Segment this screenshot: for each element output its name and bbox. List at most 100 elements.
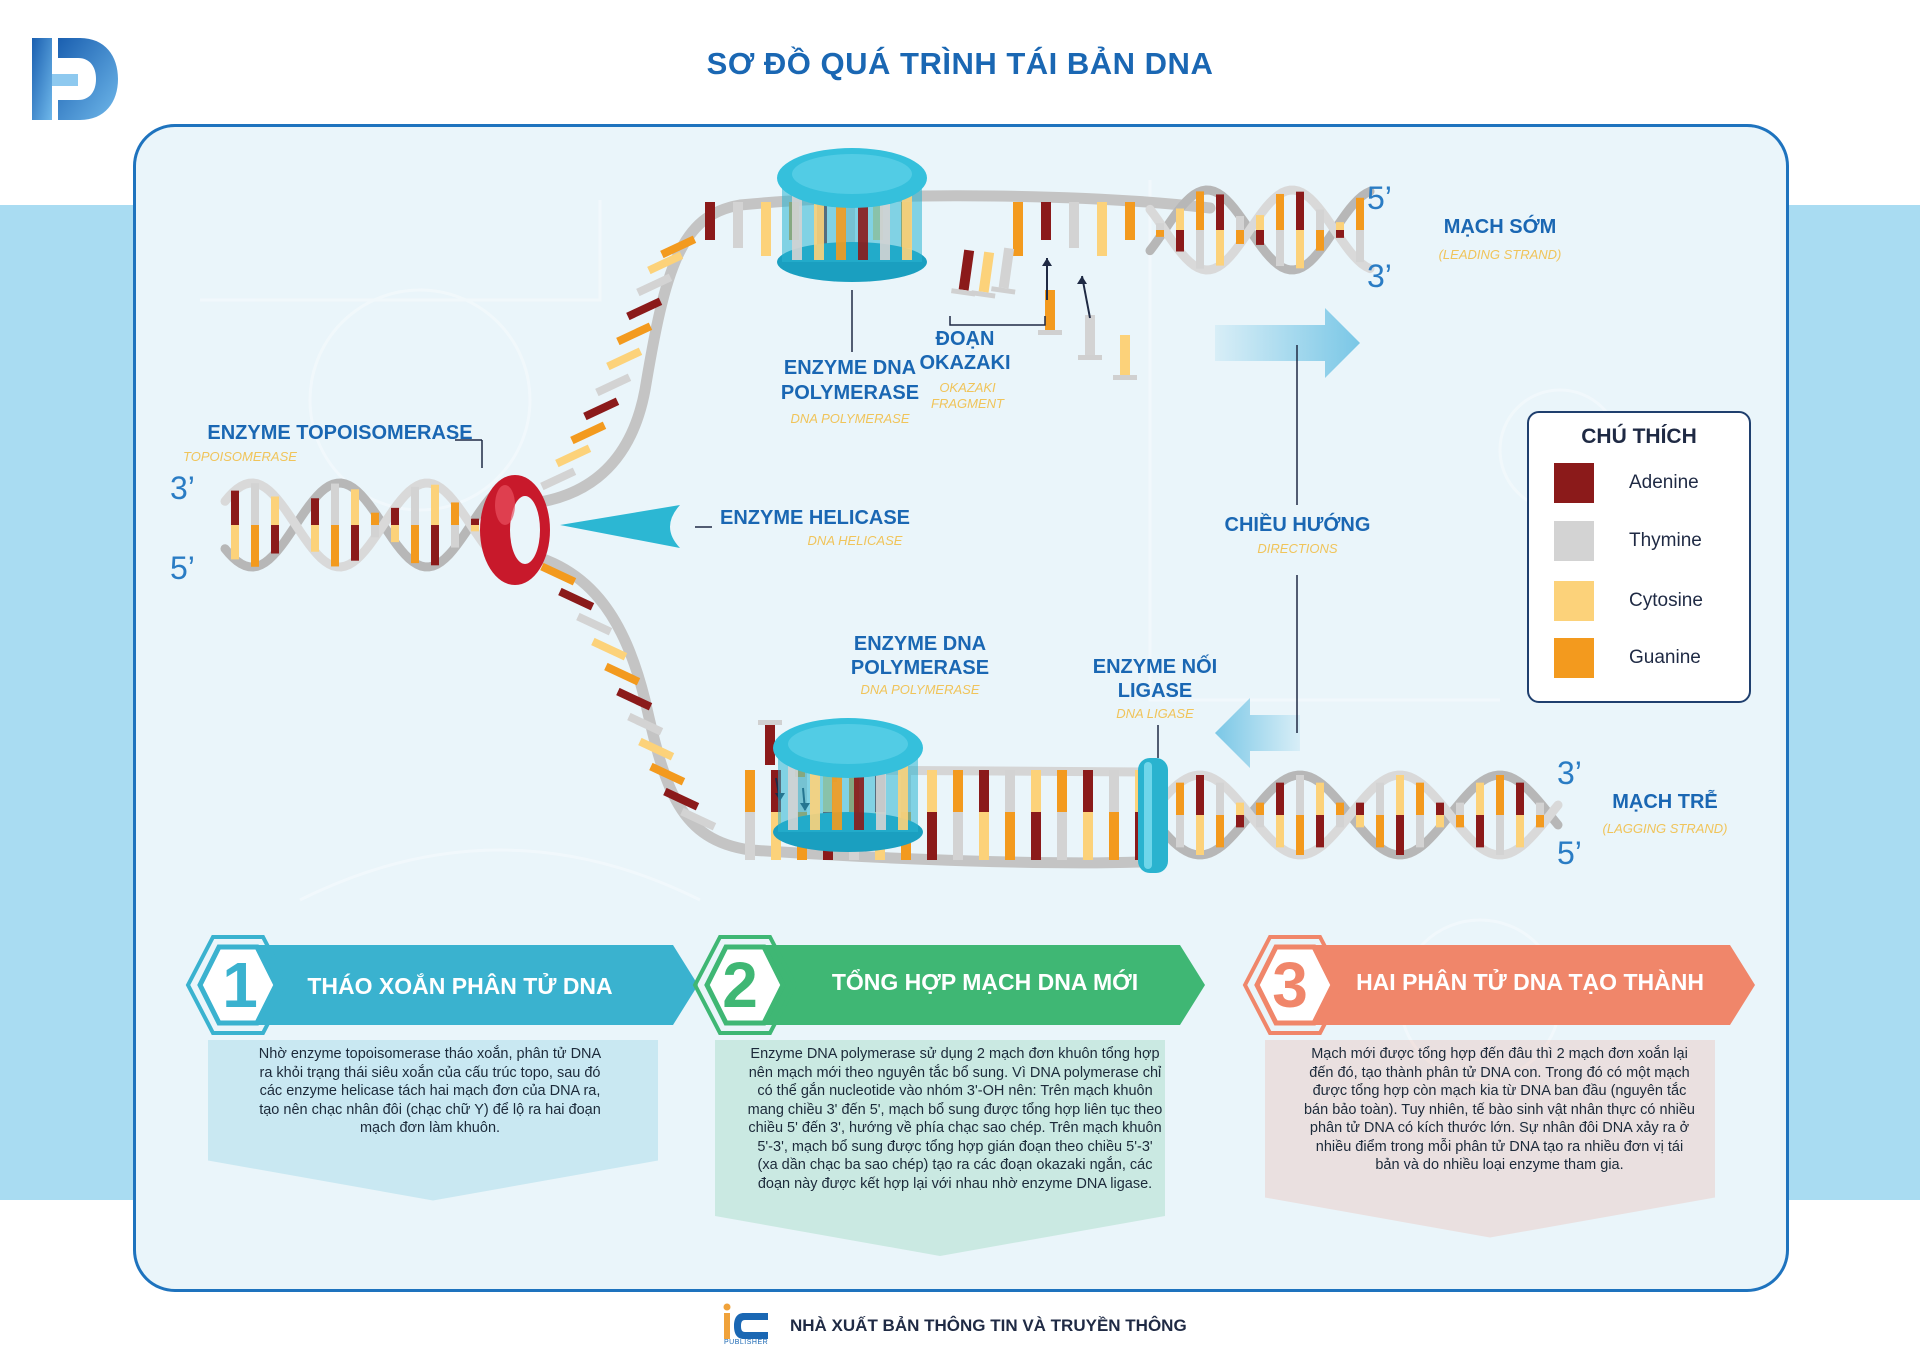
base-pair-half — [371, 525, 379, 538]
okazaki-fragment — [1113, 335, 1137, 380]
step-3-line: nhiều điểm trong mỗi phân tử DNA tạo ra … — [1315, 1138, 1684, 1155]
publisher-name: NHÀ XUẤT BẢN THÔNG TIN VÀ TRUYỀN THÔNG — [790, 1316, 1187, 1335]
template-base — [1031, 812, 1041, 860]
ligase-label-line2: LIGASE — [1117, 680, 1193, 702]
base-pair-half — [1356, 197, 1364, 230]
okazaki-fragment — [971, 251, 996, 299]
step-3-line: bán bảo toàn). Tuy nhiên, tế bào sinh vậ… — [1303, 1101, 1695, 1118]
base-pair-half — [1256, 215, 1264, 230]
legend-swatch-adenine — [1554, 463, 1594, 503]
base-pair-half — [1336, 222, 1344, 230]
helicase-label: ENZYME HELICASE — [719, 507, 911, 529]
polymerase-inner-base — [788, 754, 798, 830]
okazaki-backbone — [971, 290, 996, 299]
polymerase-inner-base — [858, 184, 868, 260]
polymerase-inner-base — [876, 754, 886, 830]
okazaki-sublabel-line2: FRAGMENT — [931, 396, 1004, 411]
topoisomerase-hole — [510, 496, 540, 564]
polymerase-highlight — [792, 154, 912, 194]
step-1-title: THÁO XOẮN PHÂN TỬ DNA — [307, 973, 613, 999]
legend-swatch-guanine — [1554, 638, 1594, 678]
step-3-line: đến đó, tạo thành phân tử DNA con. Trong… — [1309, 1064, 1690, 1081]
base-pair-half — [331, 483, 339, 525]
okazaki-base — [998, 247, 1015, 289]
step-2-line: (xa dần chạc ba sao chép) tạo ra các đoạ… — [757, 1157, 1153, 1173]
base-pair-half — [1216, 815, 1224, 848]
step-2-line: mang chiều 3' đến 5', mạch bổ sung được … — [747, 1101, 1163, 1118]
unpaired-base — [636, 273, 673, 297]
footer-logo-text: PUBLISHER — [724, 1339, 769, 1346]
leading-strand-sublabel: (LEADING STRAND) — [1438, 247, 1562, 262]
step-2-line: nên mạch mới theo nguyên tắc bổ sung. Vì… — [748, 1064, 1162, 1081]
polymerase-inner-base — [902, 184, 912, 260]
base-pair-half — [1336, 230, 1344, 238]
base-pair-half — [1196, 230, 1204, 269]
step-2-line: 5'-3', mạch bổ sung được tổng hợp gián đ… — [757, 1138, 1153, 1155]
lower-template-strand — [499, 544, 1146, 869]
legend-label-adenine: Adenine — [1629, 472, 1699, 493]
unpaired-base — [626, 297, 663, 321]
template-base — [1041, 202, 1051, 240]
base-pair-half — [1216, 230, 1224, 266]
unpaired-base — [638, 737, 675, 761]
template-base — [927, 812, 937, 860]
base-pair-half — [1196, 775, 1204, 815]
okazaki-base — [1045, 290, 1055, 330]
fragment-arrow-head — [1077, 276, 1087, 284]
base-pair-half — [1356, 230, 1364, 263]
template-base — [1125, 202, 1135, 240]
new-strand-base — [1057, 770, 1067, 812]
step-3-line: bản và do nhiều loại enzyme tham gia. — [1375, 1157, 1624, 1173]
base-pair-half — [311, 498, 319, 525]
base-pair-half — [391, 525, 399, 543]
unpaired-base — [606, 347, 643, 371]
unpaired-base — [558, 587, 595, 611]
ligase-sublabel: DNA LIGASE — [1116, 706, 1194, 721]
base-pair-half — [1216, 782, 1224, 815]
unpaired-base — [616, 687, 653, 711]
base-pair-half — [1276, 782, 1284, 815]
base-pair-half — [331, 525, 339, 567]
step-3-line: Mạch mới được tổng hợp đến đâu thì 2 mạc… — [1311, 1046, 1688, 1062]
okazaki-backbone — [951, 288, 976, 297]
unpaired-base — [595, 373, 632, 397]
okazaki-fragment — [1078, 315, 1102, 360]
template-base — [1109, 812, 1119, 860]
unpaired-base — [555, 444, 592, 468]
okazaki-backbone — [1038, 330, 1062, 335]
unpaired-base — [591, 637, 628, 661]
polymerase-inner-base — [836, 184, 846, 260]
step-1-description: Nhờ enzyme topoisomerase tháo xoắn, phân… — [215, 1045, 645, 1138]
base-pair-half — [1256, 815, 1264, 828]
polymerase-inner-base — [792, 184, 802, 260]
dna-polymerase-enzyme — [777, 148, 927, 282]
base-pair-half — [1376, 815, 1384, 848]
base-pair-half — [471, 518, 479, 525]
new-strand-base — [1031, 770, 1041, 812]
base-pair-half — [1496, 815, 1504, 855]
topoisomerase-label: ENZYME TOPOISOMERASE — [207, 422, 473, 444]
lagging-strand-label: MẠCH TRỄ — [1612, 791, 1718, 813]
directions-sublabel: DIRECTIONS — [1257, 541, 1338, 556]
base-pair-half — [1176, 208, 1184, 230]
base-pair-half — [1476, 815, 1484, 848]
base-pair-half — [1276, 815, 1284, 848]
step-2-line: Enzyme DNA polymerase sử dụng 2 mạch đơn… — [750, 1046, 1160, 1062]
base-pair-half — [1236, 815, 1244, 828]
base-pair-half — [1456, 815, 1464, 828]
incoming-backbone — [758, 720, 782, 725]
new-strand-base — [745, 770, 755, 812]
template-base — [1069, 202, 1079, 248]
base-pair-half — [1176, 815, 1184, 848]
topoisomerase-highlight — [495, 485, 515, 525]
polymerase-bottom-sublabel: DNA POLYMERASE — [860, 682, 980, 697]
base-pair-half — [1336, 815, 1344, 828]
okazaki-fragment — [991, 247, 1016, 295]
base-pair-half — [1316, 230, 1324, 251]
new-strand-base — [771, 770, 781, 812]
ic-publisher-logo-icon — [723, 1303, 768, 1339]
lagging-strand-sublabel: (LAGGING STRAND) — [1602, 821, 1728, 836]
step-2-line: có thể gắn nucleotide vào nhóm 3'-OH nên… — [757, 1083, 1153, 1099]
base-pair-half — [1296, 191, 1304, 230]
